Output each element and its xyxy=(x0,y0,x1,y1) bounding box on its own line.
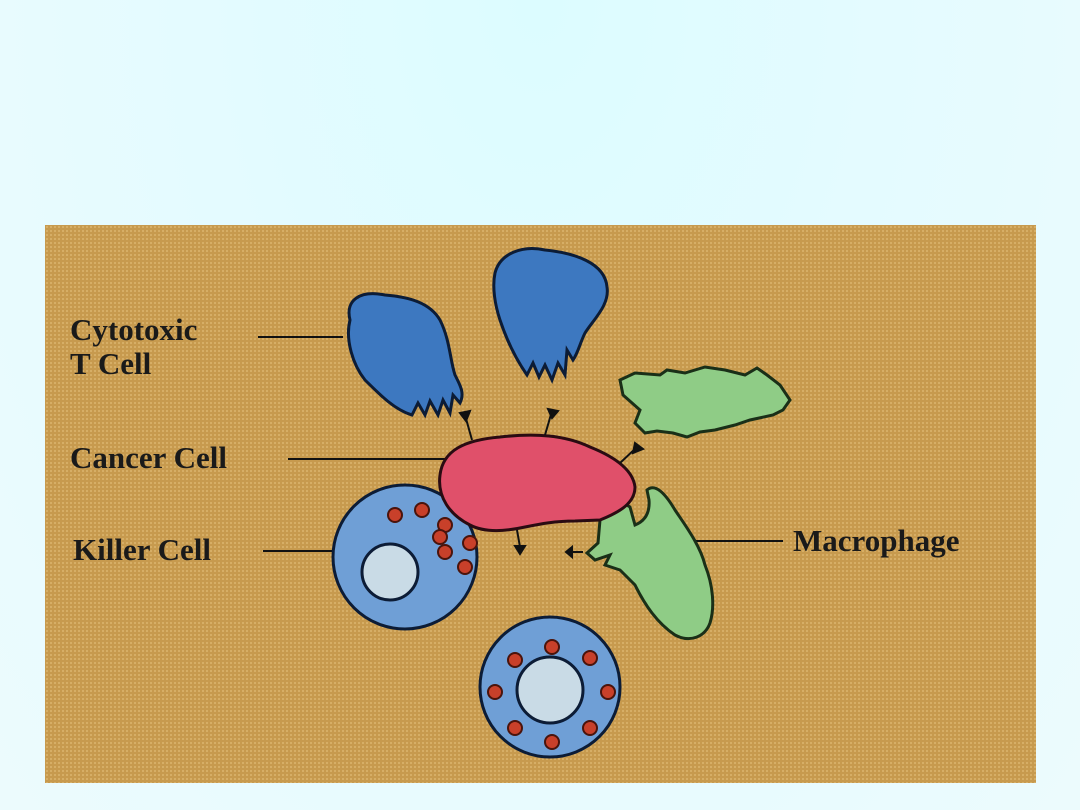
granule xyxy=(582,720,598,736)
receptor-tip xyxy=(631,441,646,455)
granule xyxy=(462,535,478,551)
granule xyxy=(387,507,403,523)
label-killer-cell: Killer Cell xyxy=(73,532,212,567)
cancer-cell xyxy=(438,433,637,532)
receptor-tip xyxy=(458,409,472,424)
immune-cell-diagram: Cytotoxic T Cell Cancer Cell Killer Cell… xyxy=(45,225,1036,783)
receptor-tip xyxy=(564,544,573,560)
granule xyxy=(507,652,523,668)
cytotoxic-t-cell-2 xyxy=(492,247,609,384)
granule xyxy=(582,650,598,666)
green-cell xyxy=(618,365,792,439)
label-cancer-cell: Cancer Cell xyxy=(70,440,227,475)
granule xyxy=(457,559,473,575)
granule xyxy=(544,734,560,750)
granule xyxy=(432,529,448,545)
granule xyxy=(544,639,560,655)
killer-cell-bottom-granules xyxy=(487,639,616,750)
granule xyxy=(487,684,503,700)
receptors xyxy=(458,407,646,560)
granule xyxy=(414,502,430,518)
killer-cell-bottom-nucleus xyxy=(515,655,585,725)
granule xyxy=(507,720,523,736)
killer-cell-nucleus xyxy=(360,542,420,602)
granule xyxy=(600,684,616,700)
macrophage-cell xyxy=(584,486,715,640)
killer-cell-granules xyxy=(387,502,478,575)
label-cytotoxic-t-cell: Cytotoxic T Cell xyxy=(70,312,198,381)
diagram-illustration xyxy=(258,247,792,759)
cytotoxic-t-cell-1 xyxy=(346,292,464,419)
granule xyxy=(437,544,453,560)
receptor-tip xyxy=(513,545,527,556)
label-macrophage: Macrophage xyxy=(793,523,960,558)
receptor-tip xyxy=(546,407,560,420)
